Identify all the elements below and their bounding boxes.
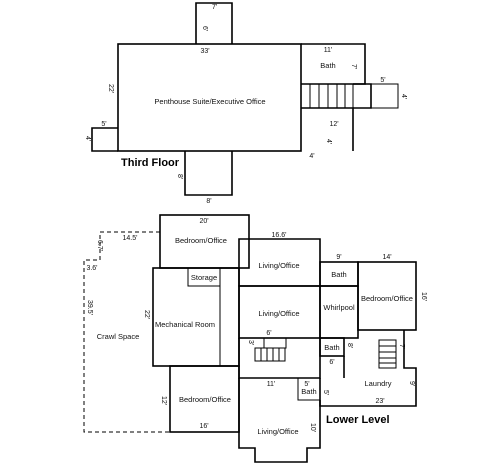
lower-level: Bedroom/Office Living/Office Storage Mec… xyxy=(83,214,427,463)
dim-5b: 5' xyxy=(322,390,329,395)
dim-bath-7: 7' xyxy=(350,64,357,69)
mechanical-room xyxy=(152,267,240,367)
dim-39-5: 39.5' xyxy=(86,300,93,315)
room-living-bottom: Living/Office xyxy=(257,427,298,436)
dim-10: 10' xyxy=(309,423,316,432)
dim-9: 9' xyxy=(336,254,341,261)
dim-14-5: 14.5' xyxy=(123,235,138,242)
dim-6-7: 6.7' xyxy=(96,240,103,251)
room-living-top: Living/Office xyxy=(258,261,299,270)
dim-top-tab-width: 7' xyxy=(212,4,217,11)
third-left-protrusion xyxy=(91,127,118,152)
dim-bottom-tab-8b: 8' xyxy=(206,198,211,205)
dim-16-6: 16.6' xyxy=(272,232,287,239)
lower-steps xyxy=(254,337,287,362)
third-top-tab xyxy=(195,2,233,44)
lower-right-stairs xyxy=(378,339,397,369)
dim-left-4: 4' xyxy=(84,136,91,141)
dim-11: 11' xyxy=(267,381,276,388)
dim-3-steps: 3' xyxy=(247,340,254,345)
dim-23: 23' xyxy=(375,398,384,405)
dim-bottom-tab-8a: 8' xyxy=(176,174,183,179)
living-bottom-room xyxy=(238,378,321,463)
room-bedroom-bottom: Bedroom/Office xyxy=(179,395,231,404)
room-whirlpool: Whirlpool xyxy=(323,303,355,312)
dim-bath-11: 11' xyxy=(324,47,333,54)
room-bath-lower: Bath xyxy=(324,343,339,352)
lower-level-title: Lower Level xyxy=(326,414,390,426)
room-mechanical: Mechanical Room xyxy=(155,320,215,329)
dim-right-4: 4' xyxy=(400,94,407,99)
room-living-mid: Living/Office xyxy=(258,309,299,318)
dim-bottom-4: 4' xyxy=(309,153,314,160)
third-right-protrusion xyxy=(353,83,372,109)
dim-8-bath: 8' xyxy=(346,343,353,348)
dim-right-12: 12' xyxy=(329,121,338,128)
dim-7-stairs: 7' xyxy=(398,344,405,349)
room-bath-small: Bath xyxy=(301,387,316,396)
dim-16-bottom: 16' xyxy=(199,423,208,430)
room-bath-upper: Bath xyxy=(331,270,346,279)
dim-width-33: 33' xyxy=(200,48,209,55)
dim-22: 22' xyxy=(143,310,150,319)
bath-lower-room xyxy=(319,337,345,357)
dim-top-tab-depth: 6' xyxy=(201,26,208,31)
third-lower-right-block xyxy=(301,107,354,151)
room-bedroom-right: Bedroom/Office xyxy=(361,294,413,303)
laundry-room xyxy=(319,330,417,407)
dim-6-steps: 6' xyxy=(266,330,271,337)
dim-6-bath: 6' xyxy=(329,359,334,366)
crawl-space-outline xyxy=(83,231,171,433)
room-penthouse: Penthouse Suite/Executive Office xyxy=(154,97,265,106)
dim-left-5: 5' xyxy=(101,121,106,128)
dim-16-right: 16' xyxy=(420,292,427,301)
dim-height-22: 22' xyxy=(107,84,114,93)
room-third-bath: Bath xyxy=(320,61,335,70)
dim-14: 14' xyxy=(382,254,391,261)
whirlpool-room xyxy=(319,285,359,339)
dim-9-laundry: 9' xyxy=(408,381,415,386)
dim-right-5: 5' xyxy=(380,77,385,84)
dim-12: 12' xyxy=(160,396,167,405)
dim-right-4b: 4' xyxy=(325,139,332,144)
living-mid-lower xyxy=(238,338,321,379)
room-laundry: Laundry xyxy=(364,379,391,388)
third-bottom-tab xyxy=(184,151,233,196)
third-right-protrusion-edge xyxy=(371,83,399,109)
room-storage: Storage xyxy=(191,273,217,282)
third-stairs xyxy=(300,83,354,109)
storage-room xyxy=(187,267,221,287)
third-floor-title: Third Floor xyxy=(121,157,180,169)
bath-small-room xyxy=(297,377,321,401)
room-bedroom-top: Bedroom/Office xyxy=(175,236,227,245)
dim-20: 20' xyxy=(199,218,208,225)
dim-5a: 5' xyxy=(304,381,309,388)
bedroom-right-room xyxy=(357,261,417,331)
dim-3-6: 3.6' xyxy=(86,265,97,272)
room-crawl-space: Crawl Space xyxy=(97,332,140,341)
third-floor: Penthouse Suite/Executive Office Bath 7'… xyxy=(84,2,407,205)
